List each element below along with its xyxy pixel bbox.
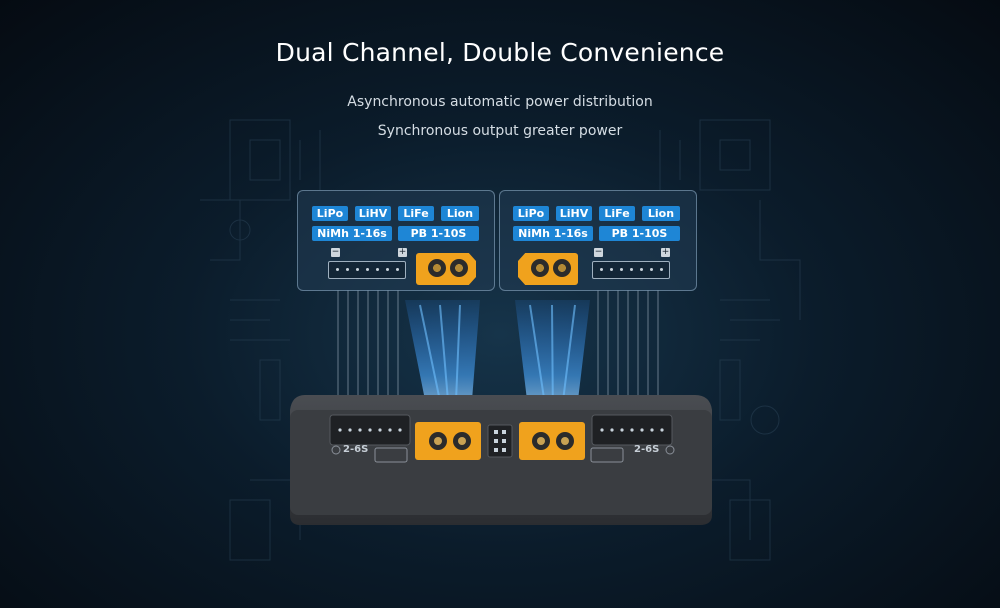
badge-life: LiFe [398, 206, 434, 221]
badge-lipo: LiPo [513, 206, 549, 221]
left-port-label: 2-6S [343, 444, 369, 455]
badge-life: LiFe [599, 206, 635, 221]
xt60-output-left [415, 422, 481, 460]
badge-lipo: LiPo [312, 206, 348, 221]
badge-pb: PB 1-10S [398, 226, 479, 241]
subline-output: Synchronous output greater power [377, 123, 623, 139]
balance-port-icon [592, 261, 670, 279]
minus-marker: − [331, 247, 340, 257]
xt60-connector-icon [518, 253, 578, 285]
balance-wires [337, 290, 659, 420]
badge-lion: Lion [642, 206, 680, 221]
badge-lion: Lion [441, 206, 479, 221]
beam-left [405, 300, 480, 425]
subline-distribution: Asynchronous automatic power distributio… [347, 94, 653, 110]
plus-marker: + [661, 247, 670, 257]
xt60-output-right [519, 422, 585, 460]
badge-lihv: LiHV [556, 206, 592, 221]
xt60-connector-icon [416, 253, 476, 285]
channel-left-panel: LiPo LiHV LiFe Lion NiMh 1-16s PB 1-10S … [297, 190, 495, 291]
badge-nimh: NiMh 1-16s [312, 226, 392, 241]
badge-lihv: LiHV [355, 206, 391, 221]
channel-right-panel: LiPo LiHV LiFe Lion NiMh 1-16s PB 1-10S … [499, 190, 697, 291]
minus-marker: − [594, 247, 603, 257]
balance-port-icon [328, 261, 406, 279]
headline: Dual Channel, Double Convenience [275, 38, 725, 67]
right-port-label: 2-6S [634, 444, 660, 455]
badge-nimh: NiMh 1-16s [513, 226, 593, 241]
plus-marker: + [398, 247, 407, 257]
badge-pb: PB 1-10S [599, 226, 680, 241]
